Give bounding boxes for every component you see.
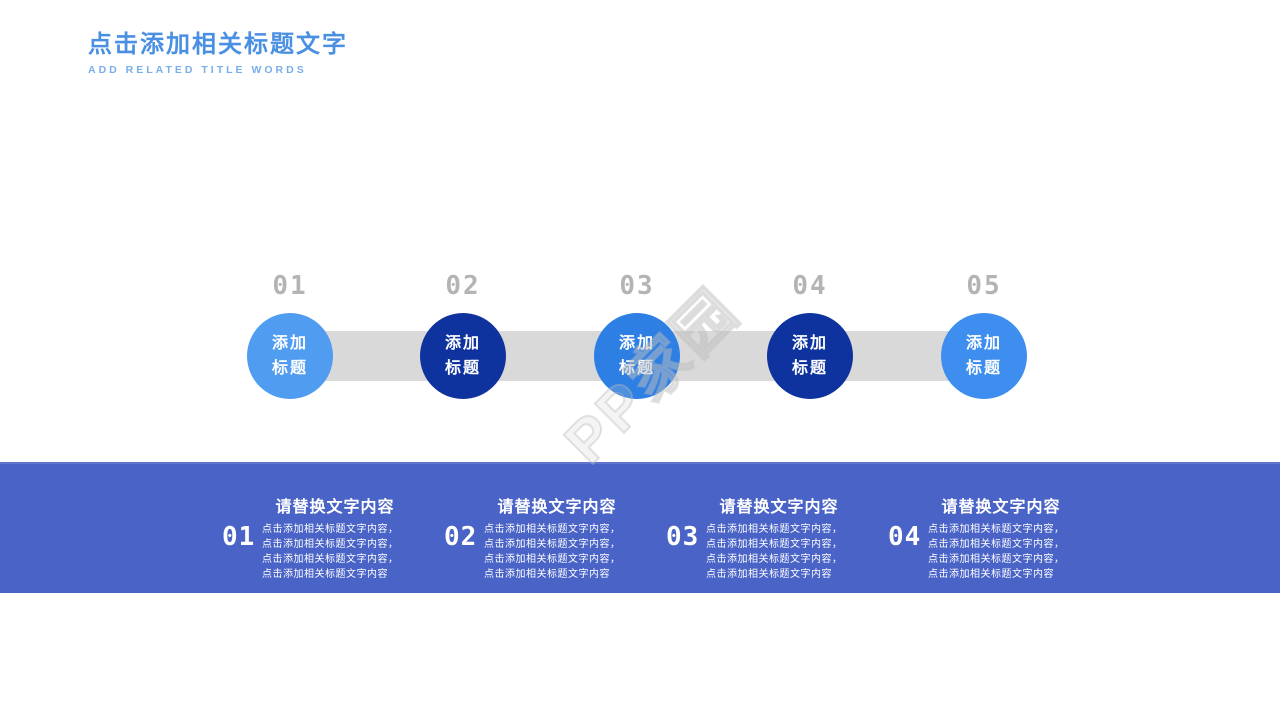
content-block-1: 01 请替换文字内容 点击添加相关标题文字内容，点击添加相关标题文字内容，点击添… bbox=[222, 498, 408, 593]
circle-label-line1: 添加 bbox=[618, 335, 655, 352]
block-number: 02 bbox=[444, 522, 478, 552]
block-body-text: 点击添加相关标题文字内容，点击添加相关标题文字内容，点击添加相关标题文字内容，点… bbox=[706, 524, 843, 580]
timeline-step-5: 05 添加 标题 bbox=[924, 271, 1044, 399]
block-content[interactable]: 请替换文字内容 点击添加相关标题文字内容，点击添加相关标题文字内容，点击添加相关… bbox=[928, 498, 1074, 593]
step-circle-placeholder[interactable]: 添加 标题 bbox=[594, 313, 680, 399]
block-number: 04 bbox=[888, 522, 922, 552]
circle-label-line2: 标题 bbox=[618, 360, 655, 377]
timeline-step-1: 01 添加 标题 bbox=[230, 271, 350, 399]
content-block-3: 03 请替换文字内容 点击添加相关标题文字内容，点击添加相关标题文字内容，点击添… bbox=[666, 498, 852, 593]
circle-label-line2: 标题 bbox=[444, 360, 481, 377]
step-number: 03 bbox=[619, 271, 655, 301]
step-circle-placeholder[interactable]: 添加 标题 bbox=[941, 313, 1027, 399]
circle-label-line1: 添加 bbox=[791, 335, 828, 352]
step-number: 04 bbox=[792, 271, 828, 301]
block-body-text: 点击添加相关标题文字内容，点击添加相关标题文字内容，点击添加相关标题文字内容，点… bbox=[928, 524, 1065, 580]
block-body-text: 点击添加相关标题文字内容，点击添加相关标题文字内容，点击添加相关标题文字内容，点… bbox=[262, 524, 399, 580]
circle-label-line2: 标题 bbox=[965, 360, 1002, 377]
block-number: 01 bbox=[222, 522, 256, 552]
step-number: 05 bbox=[966, 271, 1002, 301]
page-subtitle: ADD RELATED TITLE WORDS bbox=[88, 64, 307, 76]
step-circle-placeholder[interactable]: 添加 标题 bbox=[247, 313, 333, 399]
bottom-content-band: 01 请替换文字内容 点击添加相关标题文字内容，点击添加相关标题文字内容，点击添… bbox=[0, 462, 1280, 593]
timeline-step-4: 04 添加 标题 bbox=[750, 271, 870, 399]
slide-header: 点击添加相关标题文字 ADD RELATED TITLE WORDS bbox=[88, 31, 348, 76]
timeline-step-3: 03 添加 标题 bbox=[577, 271, 697, 399]
block-content[interactable]: 请替换文字内容 点击添加相关标题文字内容，点击添加相关标题文字内容，点击添加相关… bbox=[262, 498, 408, 593]
circle-label-line2: 标题 bbox=[271, 360, 308, 377]
circle-label-line1: 添加 bbox=[965, 335, 1002, 352]
block-heading: 请替换文字内容 bbox=[497, 499, 617, 516]
timeline-step-2: 02 添加 标题 bbox=[403, 271, 523, 399]
block-content[interactable]: 请替换文字内容 点击添加相关标题文字内容，点击添加相关标题文字内容，点击添加相关… bbox=[484, 498, 630, 593]
step-number: 02 bbox=[445, 271, 481, 301]
circle-label-line1: 添加 bbox=[271, 335, 308, 352]
page-title[interactable]: 点击添加相关标题文字 bbox=[88, 31, 348, 58]
content-block-2: 02 请替换文字内容 点击添加相关标题文字内容，点击添加相关标题文字内容，点击添… bbox=[444, 498, 630, 593]
step-number: 01 bbox=[272, 271, 308, 301]
block-number: 03 bbox=[666, 522, 700, 552]
block-body-text: 点击添加相关标题文字内容，点击添加相关标题文字内容，点击添加相关标题文字内容，点… bbox=[484, 524, 621, 580]
circle-label-line1: 添加 bbox=[444, 335, 481, 352]
step-circle-placeholder[interactable]: 添加 标题 bbox=[767, 313, 853, 399]
content-block-4: 04 请替换文字内容 点击添加相关标题文字内容，点击添加相关标题文字内容，点击添… bbox=[888, 498, 1074, 593]
block-heading: 请替换文字内容 bbox=[941, 499, 1061, 516]
step-circle-placeholder[interactable]: 添加 标题 bbox=[420, 313, 506, 399]
circle-label-line2: 标题 bbox=[791, 360, 828, 377]
block-content[interactable]: 请替换文字内容 点击添加相关标题文字内容，点击添加相关标题文字内容，点击添加相关… bbox=[706, 498, 852, 593]
block-heading: 请替换文字内容 bbox=[719, 499, 839, 516]
block-heading: 请替换文字内容 bbox=[275, 499, 395, 516]
